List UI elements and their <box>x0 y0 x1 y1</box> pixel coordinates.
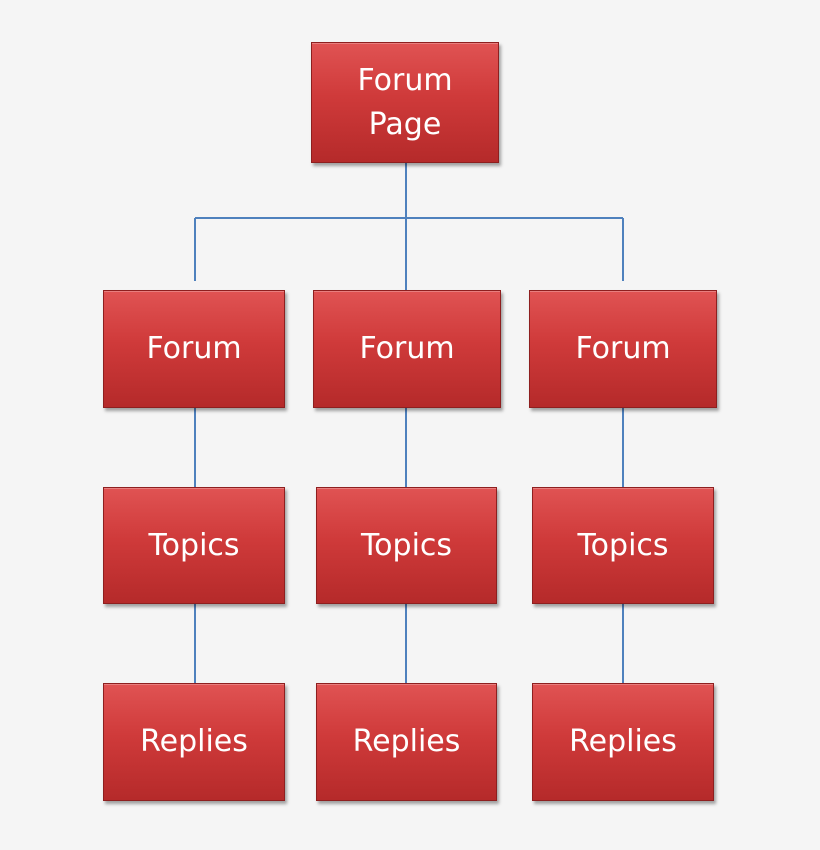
replies-node-3-label: Replies <box>569 724 677 760</box>
topics-node-1: Topics <box>103 487 285 604</box>
root-node-label: Forum Page <box>357 63 453 142</box>
replies-node-1-label: Replies <box>140 724 248 760</box>
replies-node-1: Replies <box>103 683 285 801</box>
topics-node-1-label: Topics <box>148 527 240 563</box>
root-node-forum-page: Forum Page <box>311 42 499 163</box>
topics-node-2: Topics <box>316 487 497 604</box>
topics-node-3-label: Topics <box>577 527 669 563</box>
replies-node-2: Replies <box>316 683 497 801</box>
forum-node-1-label: Forum <box>146 331 242 367</box>
replies-node-2-label: Replies <box>352 724 461 760</box>
forum-node-2: Forum <box>313 290 501 408</box>
forum-node-1: Forum <box>103 290 285 408</box>
replies-node-3: Replies <box>532 683 714 801</box>
topics-node-3: Topics <box>532 487 714 604</box>
forum-node-2-label: Forum <box>359 331 455 367</box>
topics-node-2-label: Topics <box>360 527 453 563</box>
forum-node-3: Forum <box>529 290 717 408</box>
forum-node-3-label: Forum <box>575 331 671 367</box>
